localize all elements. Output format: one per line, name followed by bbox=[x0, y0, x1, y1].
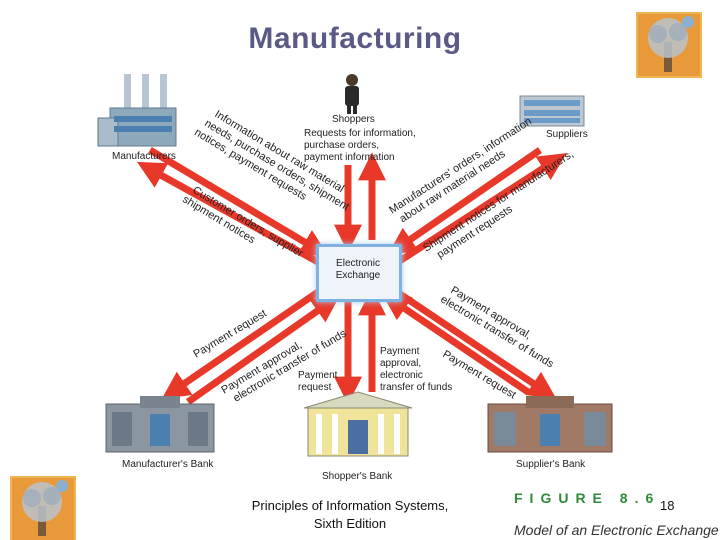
arrow-exchange-to-mfr bbox=[136, 161, 320, 266]
node-shoppers: Shoppers bbox=[332, 114, 375, 125]
arrow-suppliers-to-exchange bbox=[387, 147, 542, 256]
flow-label-line: Payment bbox=[298, 370, 338, 381]
svg-text:Customer orders, supplier: Customer orders, supplier shipment notic… bbox=[180, 182, 307, 272]
node-suppliers: Suppliers bbox=[546, 129, 588, 140]
flow-label-line: Requests for information, bbox=[304, 128, 416, 139]
factory-icon bbox=[97, 74, 177, 147]
arrow-mfr-bank-to-exchange bbox=[185, 294, 341, 405]
node-shoppers-bank: Shopper's Bank bbox=[322, 471, 393, 482]
flow-label-line: transfer of funds bbox=[380, 382, 453, 393]
flow-label-line: purchase orders, bbox=[304, 140, 380, 151]
arrow-exchange-to-suppliers bbox=[396, 153, 567, 265]
footer-line: Sixth Edition bbox=[313, 516, 387, 531]
flow-label-line: payment information bbox=[304, 152, 395, 163]
figure-caption: Model of an Electronic Exchange bbox=[514, 522, 719, 538]
flow-shopper-bank-to-exchange: Payment approval, electronic transfer of… bbox=[380, 346, 452, 394]
arrow-exchange-to-supplier-bank bbox=[398, 291, 557, 400]
flow-label-line: electronic bbox=[380, 370, 423, 381]
node-manufacturers: Manufacturers bbox=[112, 151, 176, 162]
shopper-icon bbox=[345, 74, 359, 114]
node-suppliers-bank: Supplier's Bank bbox=[516, 459, 586, 470]
supplier-building-icon bbox=[519, 95, 585, 127]
bank-icon bbox=[105, 396, 215, 453]
footer-text: Principles of Information Systems, Sixth… bbox=[230, 497, 470, 533]
footer-line: Principles of Information Systems, bbox=[251, 498, 449, 513]
flow-label-line: approval, bbox=[380, 358, 422, 369]
bank-icon bbox=[303, 391, 413, 457]
flow-shoppers-to-exchange: Requests for information, purchase order… bbox=[304, 128, 416, 164]
tree-logo-icon bbox=[636, 12, 702, 78]
flow-exchange-to-shopper-bank: Payment request bbox=[298, 370, 337, 394]
flow-label-line: Payment bbox=[380, 346, 420, 357]
flow-label-line: Customer orders, supplier bbox=[190, 184, 305, 260]
electronic-exchange-hub bbox=[316, 244, 402, 302]
arrow-mfr-to-exchange bbox=[148, 146, 329, 257]
node-manufacturers-bank: Manufacturer's Bank bbox=[122, 459, 214, 470]
hub-label: Electronic Exchange bbox=[335, 258, 381, 281]
flow-label-line: Shipment notices for manufacturers, bbox=[421, 148, 576, 254]
arrow-exchange-to-mfr-bank bbox=[161, 289, 320, 400]
svg-text:Shipment notices for manufactu: Shipment notices for manufacturers, paym… bbox=[421, 147, 585, 266]
page-number: 18 bbox=[660, 498, 675, 513]
tree-logo-icon bbox=[10, 476, 76, 540]
flow-label-line: request bbox=[298, 382, 332, 393]
arrow-supplier-bank-to-exchange bbox=[381, 292, 530, 395]
slide-title: Manufacturing bbox=[248, 22, 462, 55]
bank-icon bbox=[487, 396, 613, 453]
figure-label: FIGURE 8.6 bbox=[514, 490, 661, 506]
